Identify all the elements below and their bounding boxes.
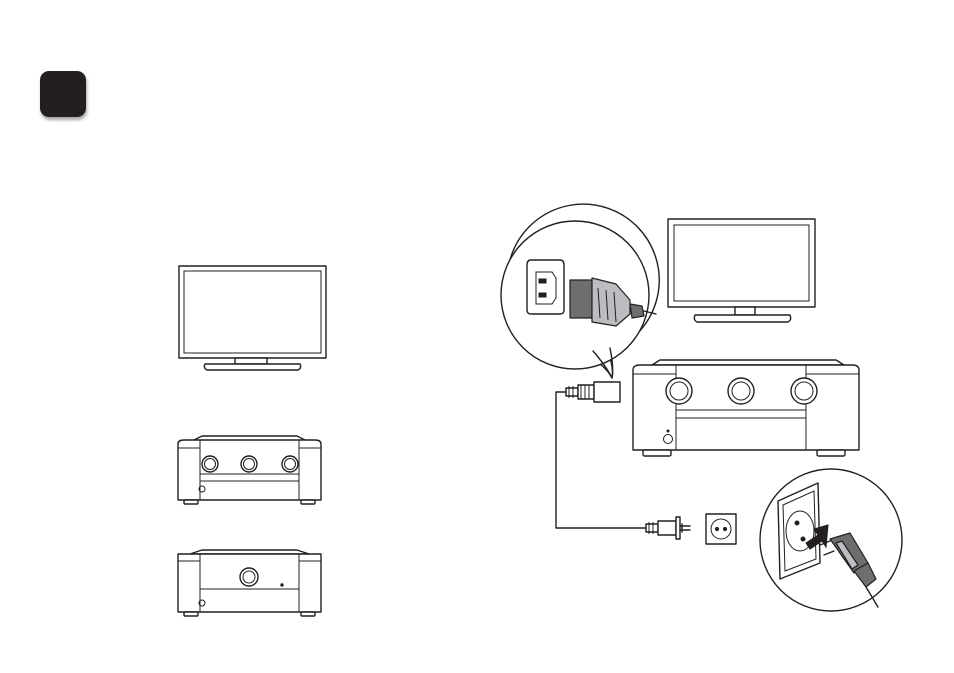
- ac-inlet-callout: [500, 203, 660, 379]
- step-badge: [40, 71, 86, 117]
- wall-outlet: [705, 513, 737, 545]
- diagram-tv: [667, 218, 816, 323]
- outlet-plate-icon: [777, 482, 821, 580]
- diagram-av-receiver: [632, 359, 860, 457]
- mains-plug-icon: [819, 532, 879, 608]
- small-ac-plug-icon: [565, 381, 621, 403]
- ac-inlet-icon: [526, 259, 565, 315]
- insert-arrow-icon: [805, 524, 829, 550]
- av-receiver-single-knob-illustration: [177, 549, 322, 617]
- power-cord: [555, 381, 691, 540]
- tv-illustration: [178, 265, 327, 371]
- av-receiver-three-knobs-illustration: [177, 435, 322, 505]
- step-number: [40, 71, 86, 117]
- small-mains-plug-icon: [645, 516, 691, 540]
- outlet-callout: [759, 468, 903, 612]
- ac-plug-icon: [569, 277, 657, 327]
